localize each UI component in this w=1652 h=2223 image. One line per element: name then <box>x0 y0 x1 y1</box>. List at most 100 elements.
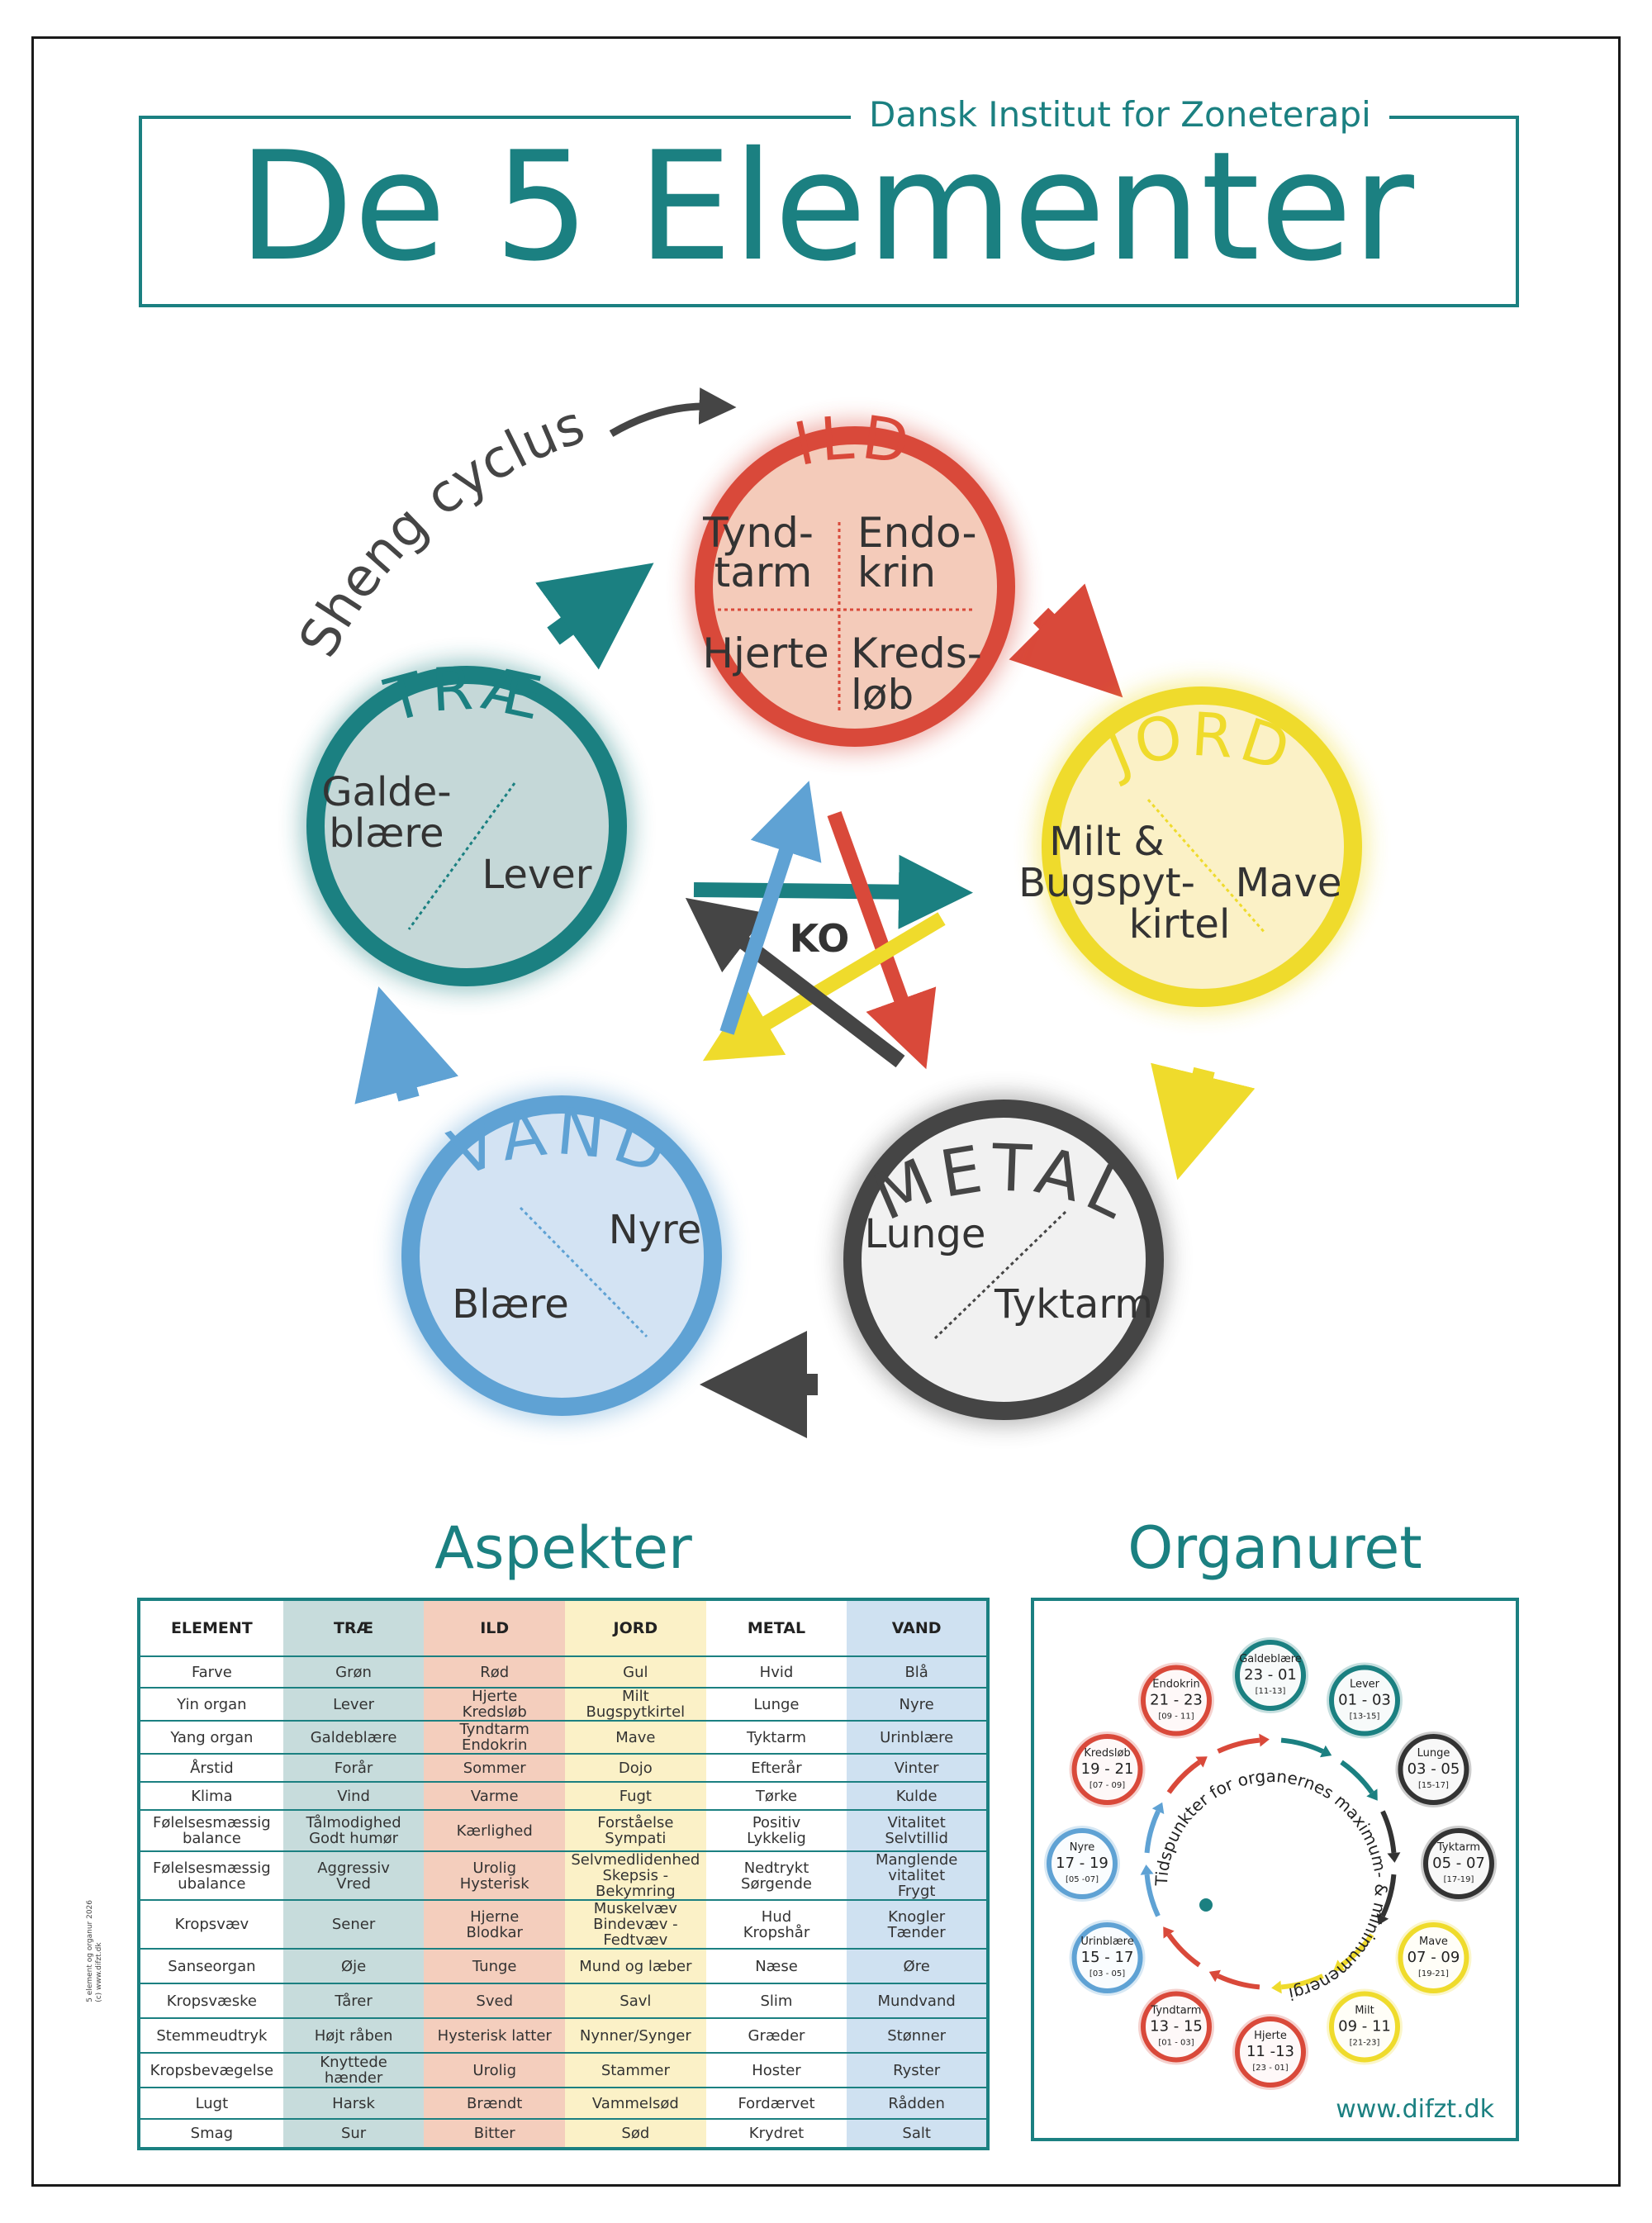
metal-lunge: Lunge <box>865 1211 986 1257</box>
ild-endokrin-1: Endo- <box>857 509 977 557</box>
aspekter-cell: Kropsbevægelse <box>139 2053 283 2088</box>
organ-name: Tyktarm <box>1436 1841 1480 1854</box>
aspekter-cell: Årstid <box>139 1754 283 1783</box>
element-metal <box>838 1095 1169 1425</box>
aspekter-header-cell: JORD <box>565 1599 706 1657</box>
aspekter-cell: Lever <box>282 1688 425 1722</box>
element-name-trae: TRÆ <box>377 653 553 736</box>
organ-clock-arrow <box>1280 1974 1324 1990</box>
aspekter-cell: Sener <box>282 1900 425 1950</box>
element-trae <box>301 661 632 991</box>
institute-name: Dansk Institut for Zoneterapi <box>851 89 1389 140</box>
poster-frame <box>31 36 1621 2187</box>
jord-mave: Mave <box>1236 860 1342 906</box>
aspekter-cell: Slim <box>705 1983 847 2019</box>
organ-min-time: [11-13] <box>1256 1687 1286 1696</box>
organ-min-time: [03 - 05] <box>1089 1969 1125 1978</box>
aspekter-header-cell: VAND <box>847 1599 988 1657</box>
website-link[interactable]: www.difzt.dk <box>1336 2095 1494 2124</box>
organ-clock: Tidspunkter for organernes maximum- & mi… <box>1044 1637 1497 2090</box>
organ-clock-arrow <box>1144 1810 1161 1854</box>
aspekter-cell: Sur <box>282 2119 425 2149</box>
organ-clock-arrowhead <box>1366 1788 1378 1801</box>
organ-max-time: 17 - 19 <box>1056 1855 1108 1872</box>
aspekter-cell: Klima <box>139 1782 283 1811</box>
aspekter-cell: Blå <box>847 1656 988 1689</box>
organ-clock-arrow <box>1217 1974 1260 1990</box>
aspekter-cell: Kulde <box>847 1782 988 1811</box>
organ-max-time: 09 - 11 <box>1338 2017 1391 2035</box>
aspekter-header-cell: ILD <box>424 1599 566 1657</box>
sheng-arrow-vand-trae <box>354 986 458 1104</box>
organ-max-time: 11 -13 <box>1246 2043 1294 2060</box>
organ-min-time: [01 - 03] <box>1158 2038 1194 2047</box>
copyright-note: 5 element og organur 2026(c) www.difzt.d… <box>86 1900 103 2002</box>
vand-blaere: Blære <box>452 1281 569 1328</box>
aspekter-header-cell: ELEMENT <box>139 1599 283 1657</box>
element-jord <box>1037 682 1367 1012</box>
organ-clock-arrow <box>1166 1933 1201 1968</box>
ko-arrow-ild-metal <box>827 810 937 1070</box>
aspekter-cell: Tørke <box>705 1782 847 1811</box>
ko-label: KO <box>790 916 850 961</box>
aspekter-cell: Bitter <box>424 2119 566 2149</box>
aspekter-cell: Stemmeudtryk <box>139 2018 283 2054</box>
aspekter-cell: Rådden <box>847 2088 988 2120</box>
sheng-arrow-jord-metal <box>1151 1062 1256 1180</box>
ild-tyndtarm-2: tarm <box>714 549 813 596</box>
aspekter-cell: Hjerte Kredsløb <box>424 1688 566 1722</box>
organ-clock-arrow <box>1340 1760 1374 1794</box>
organ-max-time: 21 - 23 <box>1150 1692 1203 1709</box>
aspekter-cell: Nynner/Synger <box>565 2018 706 2054</box>
organuret-title: Organuret <box>1127 1514 1422 1582</box>
organ-clock-arrowhead <box>1387 1852 1401 1863</box>
organ-clock-arrowhead <box>1151 1802 1165 1814</box>
aspekter-cell: Dojo <box>565 1754 706 1783</box>
organ-min-time: [13-15] <box>1350 1712 1380 1722</box>
aspekter-header-cell: METAL <box>705 1599 847 1657</box>
aspekter-cell: Øje <box>282 1949 425 1984</box>
aspekter-cell: Krydret <box>705 2119 847 2149</box>
organ-name: Lever <box>1350 1679 1380 1691</box>
aspekter-cell: Kropsvæv <box>139 1900 283 1950</box>
metal-tyktarm: Tyktarm <box>994 1281 1153 1328</box>
aspekter-cell: Salt <box>847 2119 988 2149</box>
aspekter-cell: Sød <box>565 2119 706 2149</box>
five-elements-diagram: Sheng cyclus KO ILD Tynd- tarm Endo- kri… <box>288 387 1367 1438</box>
organ-name: Galdeblære <box>1239 1653 1302 1665</box>
aspekter-cell: Hud Kropshår <box>705 1900 847 1950</box>
aspekter-cell: Grøn <box>282 1656 425 1689</box>
organ-clock-arrowhead <box>1271 1980 1282 1994</box>
aspekter-cell: Nyre <box>847 1688 988 1722</box>
aspekter-cell: Forår <box>282 1754 425 1783</box>
aspekter-cell: Varme <box>424 1782 566 1811</box>
organ-max-time: 01 - 03 <box>1338 1692 1391 1709</box>
jord-bugspyt: Bugspyt- <box>1018 860 1195 906</box>
ko-arrow-jord-vand <box>702 912 946 1062</box>
aspekter-cell: Savl <box>565 1983 706 2019</box>
aspekter-cell: Lugt <box>139 2088 283 2120</box>
organ-name: Milt <box>1355 2004 1374 2016</box>
organ-clock-arrow <box>1144 1874 1161 1917</box>
aspekter-cell: Vinter <box>847 1754 988 1783</box>
ild-kredslob-2: løb <box>851 671 914 719</box>
ko-arrow-vand-ild <box>719 781 822 1035</box>
organ-clock-arrowhead <box>1208 1969 1221 1983</box>
element-name-ild: ILD <box>788 402 918 479</box>
organ-max-time: 03 - 05 <box>1408 1760 1460 1778</box>
vand-nyre: Nyre <box>609 1207 702 1253</box>
organ-name: Endokrin <box>1152 1679 1199 1691</box>
